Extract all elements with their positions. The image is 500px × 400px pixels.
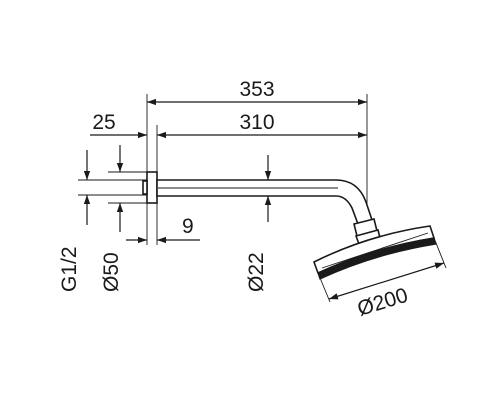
overall-length-label: 353 <box>239 78 274 101</box>
flange-diameter-label: Ø50 <box>100 252 123 292</box>
wall-flange <box>142 171 158 204</box>
dimension-flange-offset: 9 <box>126 215 200 244</box>
thread-label: G1/2 <box>58 246 81 292</box>
flange-offset-label: 9 <box>182 215 194 238</box>
dimension-overall-length: 353 <box>147 78 367 106</box>
dimension-thread: G1/2 <box>58 150 91 292</box>
head-diameter-label: Ø200 <box>355 284 411 321</box>
arm-length-label: 310 <box>239 111 274 134</box>
flange-depth-label: 25 <box>92 111 115 134</box>
dimension-flange-depth: 25 <box>90 111 147 139</box>
shower-head <box>313 225 437 280</box>
dimension-arm-length: 310 <box>157 111 367 139</box>
ball-joint <box>353 218 381 245</box>
dimension-flange-diameter: Ø50 <box>100 145 124 292</box>
dimension-arm-diameter: Ø22 <box>245 155 272 292</box>
arm-diameter-label: Ø22 <box>245 252 268 292</box>
extension-lines <box>78 94 368 245</box>
